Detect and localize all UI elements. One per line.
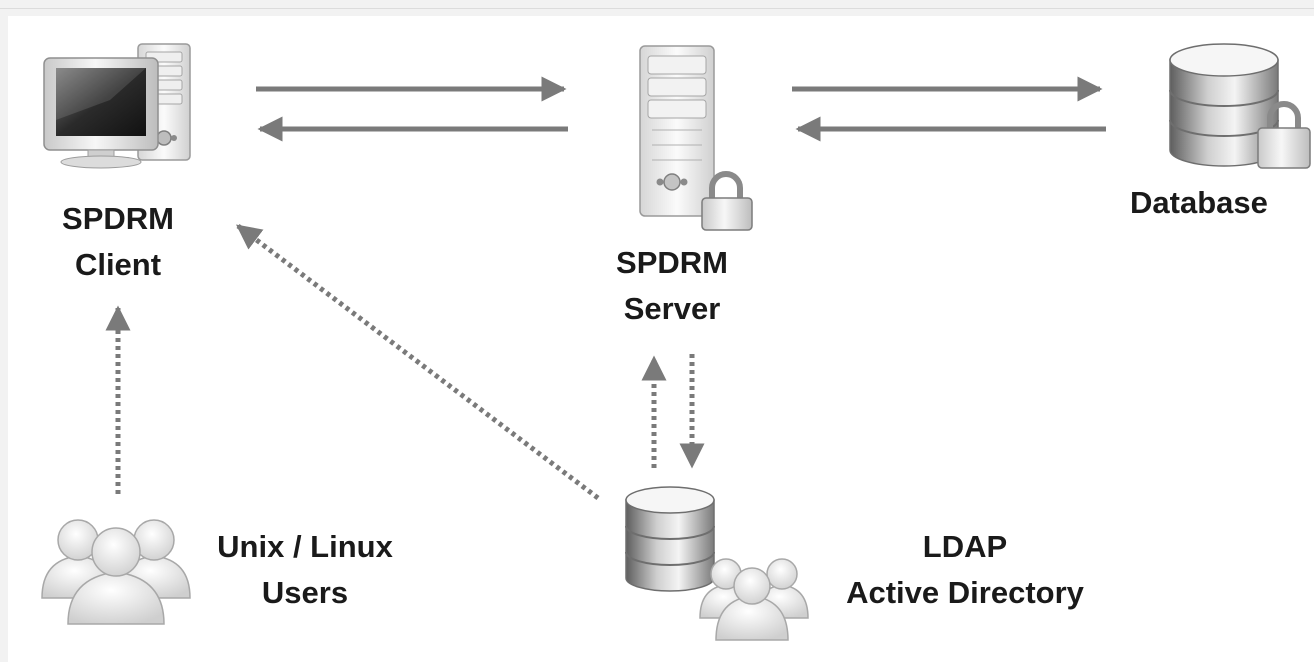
database-label: Database — [1130, 180, 1314, 226]
client-label-line2: Client — [74, 247, 162, 282]
server-tower-lock-icon — [639, 45, 753, 231]
top-border-line — [0, 8, 1314, 9]
desktop-computer-icon — [43, 43, 191, 169]
server-label: SPDRM Server — [592, 240, 752, 332]
users-label-line1: Unix / Linux — [217, 529, 393, 564]
server-label-line2: Server — [623, 291, 721, 326]
server-label-line1: SPDRM — [616, 245, 728, 280]
database-lock-icon — [1169, 43, 1311, 169]
arrow-ldap-to-client — [236, 224, 600, 500]
ldap-label: LDAP Active Directory — [800, 524, 1130, 616]
database-label-line1: Database — [1130, 185, 1268, 220]
user-group-icon — [41, 519, 191, 625]
client-label-line1: SPDRM — [62, 201, 174, 236]
users-label: Unix / Linux Users — [190, 524, 420, 616]
ldap-label-line2: Active Directory — [846, 575, 1084, 610]
ldap-label-line1: LDAP — [922, 529, 1008, 564]
users-label-line2: Users — [261, 575, 349, 610]
client-label: SPDRM Client — [38, 196, 198, 288]
database-users-icon — [625, 486, 809, 641]
